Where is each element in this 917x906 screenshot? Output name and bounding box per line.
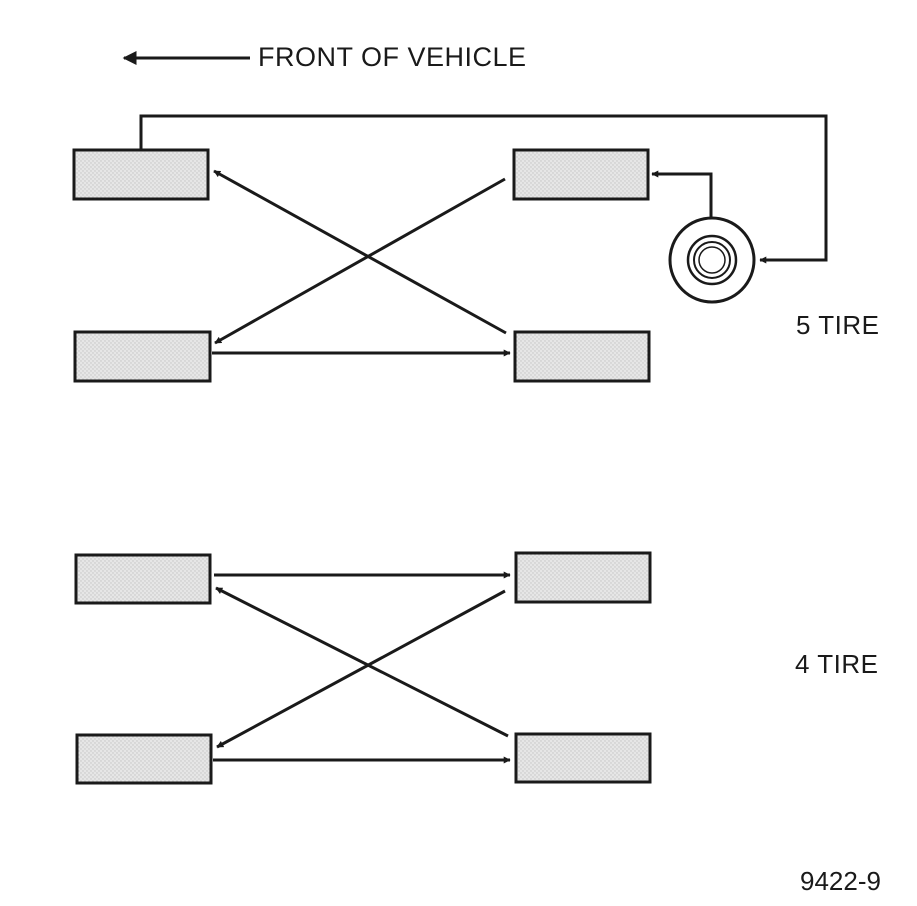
arrow-left-front-to-spare [139,114,828,264]
tire-right-front-5 [512,148,650,201]
tire-left-front-4 [74,553,212,605]
tire-right-rear-4 [514,732,652,784]
tire-left-rear-4 [75,733,213,785]
five-tire-label: 5 TIRE [796,310,880,340]
tire-right-front-4 [514,551,652,604]
arrow-right-rear-to-left-front [213,169,507,335]
four-tire-pattern [74,551,652,785]
front-of-vehicle-label: FRONT OF VEHICLE [258,42,527,72]
arrow-right-front-to-left-rear [214,177,506,345]
arrow-right-rear-to-left-front-4 [215,586,509,738]
arrow-right-front-to-left-rear-4 [216,589,506,749]
four-tire-label: 4 TIRE [795,649,879,679]
tire-right-rear-5 [513,330,651,383]
arrow-spare-to-right-front [651,170,713,218]
figure-number-label: 9422-9 [800,866,881,896]
five-tire-pattern [72,114,828,383]
tire-left-front-5 [72,148,210,201]
tire-left-rear-5 [73,330,212,383]
spare-tire-icon [668,216,756,304]
